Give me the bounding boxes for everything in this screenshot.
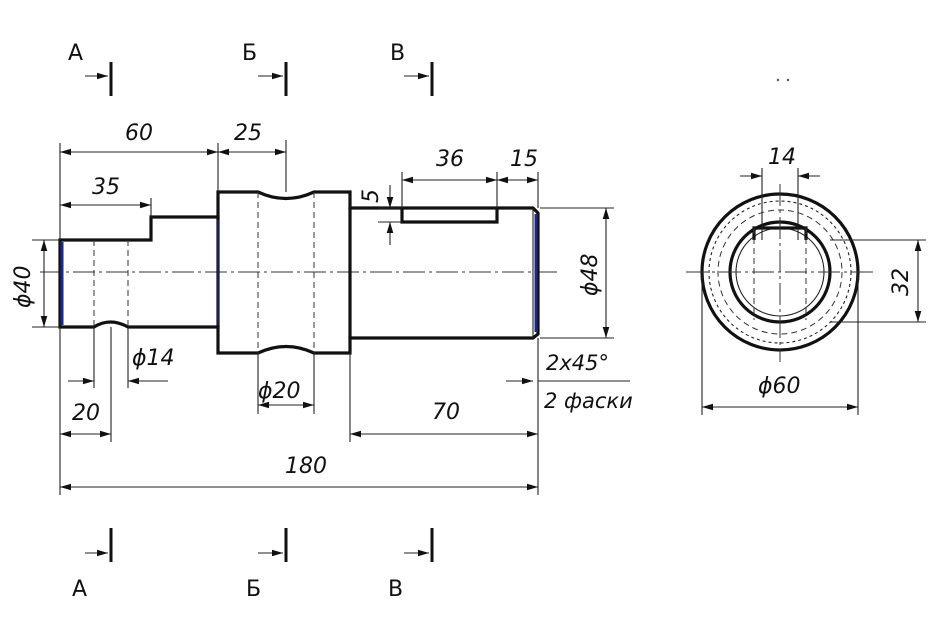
chamfer-label: 2x45° — [546, 351, 609, 375]
dimensions-front-view: 60 25 35 36 15 5 ϕ40 ϕ48 — [11, 121, 633, 495]
dim-label-180: 180 — [285, 454, 327, 479]
section-marker-b-bottom: Б — [246, 528, 288, 602]
dim-label-dia60: ϕ60 — [758, 374, 801, 399]
section-label-b-top: Б — [242, 41, 257, 66]
dim-label-dia20: ϕ20 — [258, 379, 301, 404]
dim-label-20: 20 — [72, 401, 100, 426]
dim-label-dia40: ϕ40 — [11, 265, 36, 308]
chamfer-note: 2 фаски — [544, 389, 633, 413]
dim-label-5: 5 — [359, 189, 384, 203]
dim-label-70: 70 — [432, 400, 460, 425]
section-label-a-top: А — [68, 41, 83, 66]
section-label-a-bottom: А — [72, 577, 87, 602]
section-label-v-bottom: В — [388, 577, 403, 602]
dim-label-14s: 14 — [768, 145, 796, 170]
dim-label-35: 35 — [92, 175, 120, 200]
section-label-v-top: В — [390, 41, 405, 66]
shaft-front-view — [40, 190, 560, 355]
section-marker-b-top: Б — [242, 41, 288, 96]
dim-label-36: 36 — [436, 147, 464, 172]
dim-label-dia48: ϕ48 — [578, 253, 603, 296]
dim-label-32: 32 — [889, 268, 914, 296]
shaft-end-view: 14 32 ϕ60 — [686, 145, 926, 415]
section-label-b-bottom: Б — [246, 577, 261, 602]
speck-2 — [786, 78, 790, 82]
dim-label-25: 25 — [234, 121, 262, 146]
section-marker-a-bottom: А — [72, 528, 113, 602]
dim-label-dia14: ϕ14 — [132, 346, 175, 371]
section-marker-a-top: А — [68, 41, 113, 96]
speck-1 — [776, 78, 780, 82]
dim-label-60: 60 — [125, 121, 153, 146]
section-marker-v-top: В — [390, 41, 434, 96]
dim-label-15: 15 — [510, 147, 538, 172]
keyway-groove — [400, 208, 499, 224]
section-marker-v-bottom: В — [388, 528, 434, 602]
